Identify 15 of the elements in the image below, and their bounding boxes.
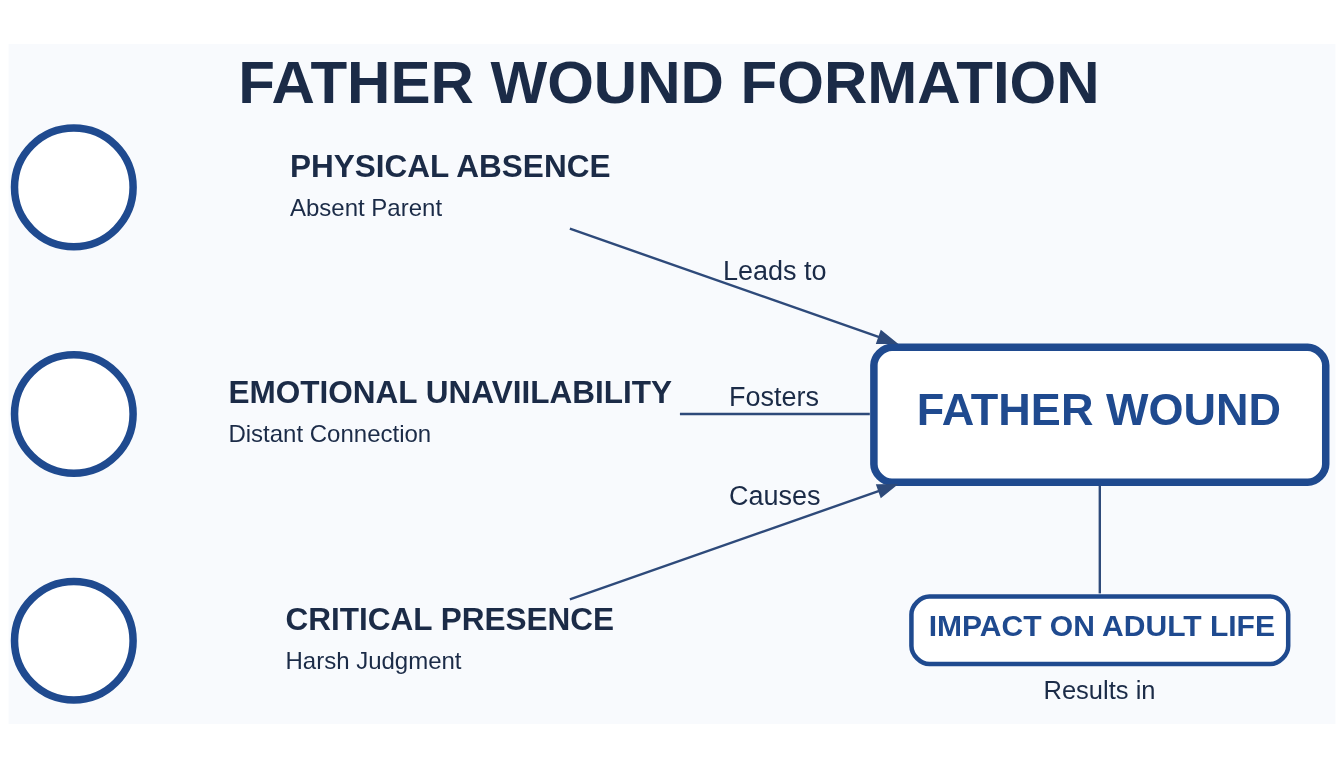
node-circle (10, 124, 137, 251)
node-text: CRITICAL PRESENCE Harsh Judgment (285, 600, 615, 674)
edge-label: Causes (729, 480, 821, 511)
node-label: Results in (1043, 675, 1156, 704)
diagram-title: FATHER WOUND FORMATION (238, 48, 1100, 116)
node-circle (10, 350, 137, 478)
node-circle (10, 577, 137, 704)
arrow (569, 227, 899, 344)
connector (1098, 485, 1101, 594)
node-text: EMOTIONAL UNAVIILABILITY Distant Connection (228, 374, 672, 448)
connector (679, 412, 870, 416)
edge-label: Fosters (729, 381, 820, 412)
edge-label: Leads to (723, 255, 827, 286)
arrow (569, 484, 899, 601)
node-text: PHYSICAL ABSENCE Absent Parent (289, 147, 611, 221)
